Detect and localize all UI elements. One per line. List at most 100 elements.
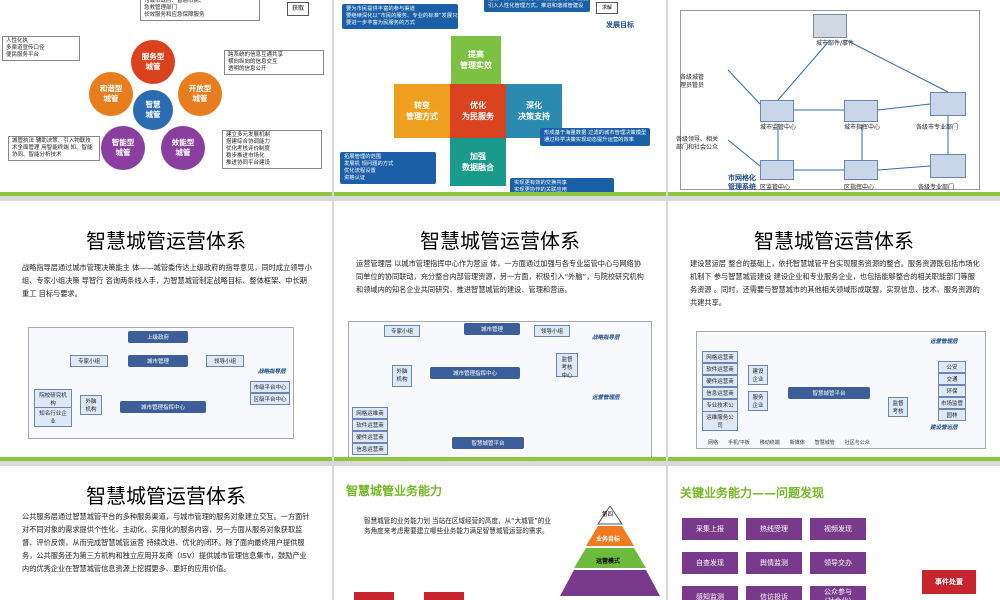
slide-paragraph: 建设营运层 整合的基础上，依托智慧城管平台实现服务资源的整合。服务资源既包括市场…: [690, 259, 980, 307]
slide-accent-bar: [0, 192, 332, 196]
slide-title: 智慧城管运营体系: [86, 229, 246, 253]
box-right-1: 形成基于海量数据 过滤的城市管理决策模型 通过科学决策实现动态提升运营的效率: [540, 128, 650, 146]
slide-thumbnail-2[interactable]: 要为市民提供丰富的参与渠道 要继续深化以“市民的服务、专业的标准”发展只题 要进…: [334, 0, 666, 196]
node-command: 城市管理指挥中心: [430, 367, 520, 379]
node-leaders: 领导小组: [206, 355, 244, 367]
node-brain: 外脑机构: [80, 395, 102, 415]
slide-paragraph: 公共服务层通过智慧城管平台的多种服务渠道，与城市管理的服务对象建立交互。一方面针…: [22, 512, 310, 573]
circle-center: 智慧 城管: [133, 90, 173, 130]
slide-paragraph: 智慧城管的业务能力划 当站在区域经营的高度，从“大城管”的业务角度来考虑需要建立…: [364, 517, 551, 535]
node-superior: 上级政府: [128, 331, 188, 343]
capability-btn-collect[interactable]: 采集上报: [682, 518, 738, 540]
right-label-1: 各级市专业部门: [916, 124, 959, 131]
slide-title: 智慧城管运营体系: [86, 484, 246, 508]
node-build: 建设企业: [748, 365, 768, 385]
node-left-3: 信息运营商: [702, 387, 738, 399]
city-icon: [813, 14, 847, 38]
tier-tag-2: 运营管理层: [592, 395, 620, 401]
node-platform: 智慧城管平台: [788, 387, 870, 399]
slide-accent-bar: [668, 457, 1000, 461]
legend-row: 网络 手机/平板 移动终端 新媒体 智慧城管 社区与公众: [708, 439, 870, 446]
slide-thumbnail-3[interactable]: 城市部件/事件 各级城管 理员管员 各级领导、相关 部门和社会公众 城市监管中心…: [668, 0, 1000, 196]
bottom-label-3: 各级专业部门: [918, 184, 955, 191]
node-right-1: 交通: [938, 373, 966, 385]
slide-thumbnail-6[interactable]: 智慧城管运营体系 建设营运层 整合的基础上，依托智慧城管平台实现服务资源的整合。…: [668, 201, 1000, 461]
node-left-1: 院校研究机构: [34, 389, 72, 409]
node-left-2: 硬件运营商: [702, 375, 738, 387]
box-bottom-left: 城管执法 辅助决策、引入物联技术全面管理 用智能终端 知、智能协同、智能分析技术: [8, 136, 100, 161]
flow-arrows: [727, 39, 949, 171]
node-platform: 智慧城管平台: [452, 437, 524, 449]
node-left-1: 软件运营商: [702, 363, 738, 375]
node-service: 服务企业: [748, 391, 768, 411]
slide-thumbnail-9[interactable]: 关键业务能力——问题发现 采集上报 热线受理 视频发现 自查发现 舆情监测 领导…: [668, 466, 1000, 600]
box-top: 为城市政府、普通市民、 急救管理部门 长效服务和应急保障服务: [140, 0, 260, 21]
box-bottom-right: 建立多元发展机制 搭建综合协调能力 优化考核评价制度 稳步推进市场化 推进协同平…: [222, 130, 322, 169]
node-brain: 外脑机构: [392, 365, 412, 387]
slide-accent-bar: [334, 192, 666, 196]
node-right-3: 市场监管: [938, 397, 966, 409]
capability-btn-sense[interactable]: 感知监测: [682, 586, 738, 600]
node-left-1: 软件运营商: [352, 419, 388, 431]
node-command: 城市管理指挥中心: [120, 401, 206, 413]
slide-header: 关键业务能力——问题发现: [680, 486, 825, 500]
node-left-3: 信息运营商: [352, 443, 388, 455]
node-left-2: 硬件运营商: [352, 431, 388, 443]
dept-icon: [930, 92, 966, 116]
slide-thumbnail-8[interactable]: 智慧城管业务能力 智慧城管的业务能力划 当站在区域经营的高度，从“大城管”的业务…: [334, 466, 666, 600]
box-left: 人性化执 多渠道宣传口径 便民服务平台: [2, 36, 80, 61]
system-caption: 市网格化 管理系统: [728, 174, 756, 191]
capability-btn-self[interactable]: 自查发现: [682, 552, 738, 574]
node-right-2: 环保: [938, 385, 966, 397]
cube-improve: 提高 管理实效: [451, 36, 501, 84]
capability-btn-public[interactable]: 公众参与 (社会化): [810, 586, 866, 600]
bottom-label-1: 区监管中心: [760, 184, 791, 191]
slide-thumbnail-5[interactable]: 智慧城管运营体系 运营管理层 以城市管理指挥中心作为营运 体，一方面通过加强与各…: [334, 201, 666, 461]
node-left-0: 网格运维商: [352, 407, 388, 419]
cube-transform: 转变 管理方式: [394, 84, 450, 138]
district-monitor-icon: [760, 160, 794, 180]
slide-accent-bar: [0, 457, 332, 461]
legend-item: 手机/平板: [728, 440, 750, 446]
diagram-frame: [28, 327, 294, 439]
label-bottom-left: 各级领导、相关 部门和社会公众: [676, 136, 719, 151]
circle-harmony: 和谐型 城管: [89, 72, 133, 116]
top-label: 城市部件/事件: [816, 40, 855, 47]
cube-decision: 深化 决策支持: [506, 84, 562, 138]
node-right-4: 园林: [938, 409, 966, 421]
node-city-mgmt: 城市管理: [128, 355, 188, 367]
circle-efficient: 效能型 城管: [161, 126, 205, 170]
node-expert: 专家小组: [384, 325, 420, 337]
capability-btn-hotline[interactable]: 热线受理: [746, 518, 802, 540]
node-leaders: 领导小组: [534, 325, 570, 337]
district-command-icon: [844, 160, 878, 180]
legend-item: 智慧城管: [814, 440, 835, 446]
node-left-5: 运维服务公司: [702, 411, 738, 431]
slide-paragraph: 运营管理层 以城市管理指挥中心作为营运 体，一方面通过加强与各专业监管中心与网络…: [356, 259, 644, 294]
bottom-label-2: 区指挥中心: [844, 184, 875, 191]
slide-thumbnail-1[interactable]: 为城市政府、普通市民、 急救管理部门 长效服务和应急保障服务 人性化执 多渠道宣…: [0, 0, 332, 196]
slide-thumbnail-4[interactable]: 智慧城管运营体系 战略指导层通过城市管理决策能主 体——城管委传达上级政府的指导…: [0, 201, 332, 461]
legend-item: 移动终端: [759, 440, 780, 446]
event-handling-tag: 事件处置: [922, 570, 976, 594]
label-left: 各级城管 理员管员: [680, 74, 705, 89]
capability-btn-leader[interactable]: 领导交办: [810, 552, 866, 574]
node-left-0: 网格运营商: [702, 351, 738, 363]
legend-item: 网络: [708, 440, 719, 446]
capability-btn-opinion[interactable]: 舆情监测: [746, 552, 802, 574]
circle-service: 服务型 城管: [131, 40, 175, 84]
tier-tag-1: 战略指导层: [592, 335, 620, 341]
goal-tag: 发展目标: [606, 21, 634, 29]
node-supervise: 监督考核: [888, 397, 908, 417]
capability-btn-petition[interactable]: 信访投诉: [746, 586, 802, 600]
capability-btn-video[interactable]: 视频发现: [810, 518, 866, 540]
node-right-0: 公安: [938, 361, 966, 373]
node-city-platform: 市级平台中心: [250, 381, 290, 393]
slide-thumbnail-7[interactable]: 智慧城管运营体系 公共服务层通过智慧城管平台的多种服务渠道，与城市管理的服务对象…: [0, 466, 332, 600]
slide-paragraph: 战略指导层通过城市管理决策能主 体——城管委传达上级政府的指导意见，同时成立领导…: [22, 263, 312, 298]
box-right: 跨系统的信息互通共享 横向纵向的信息交互 透明的信息公开: [224, 50, 324, 75]
slide-accent-bar: [668, 192, 1000, 196]
pyramid-top: 第四: [602, 512, 614, 518]
red-block: [424, 592, 464, 600]
node-left-2: 知名行业企业: [34, 407, 72, 427]
